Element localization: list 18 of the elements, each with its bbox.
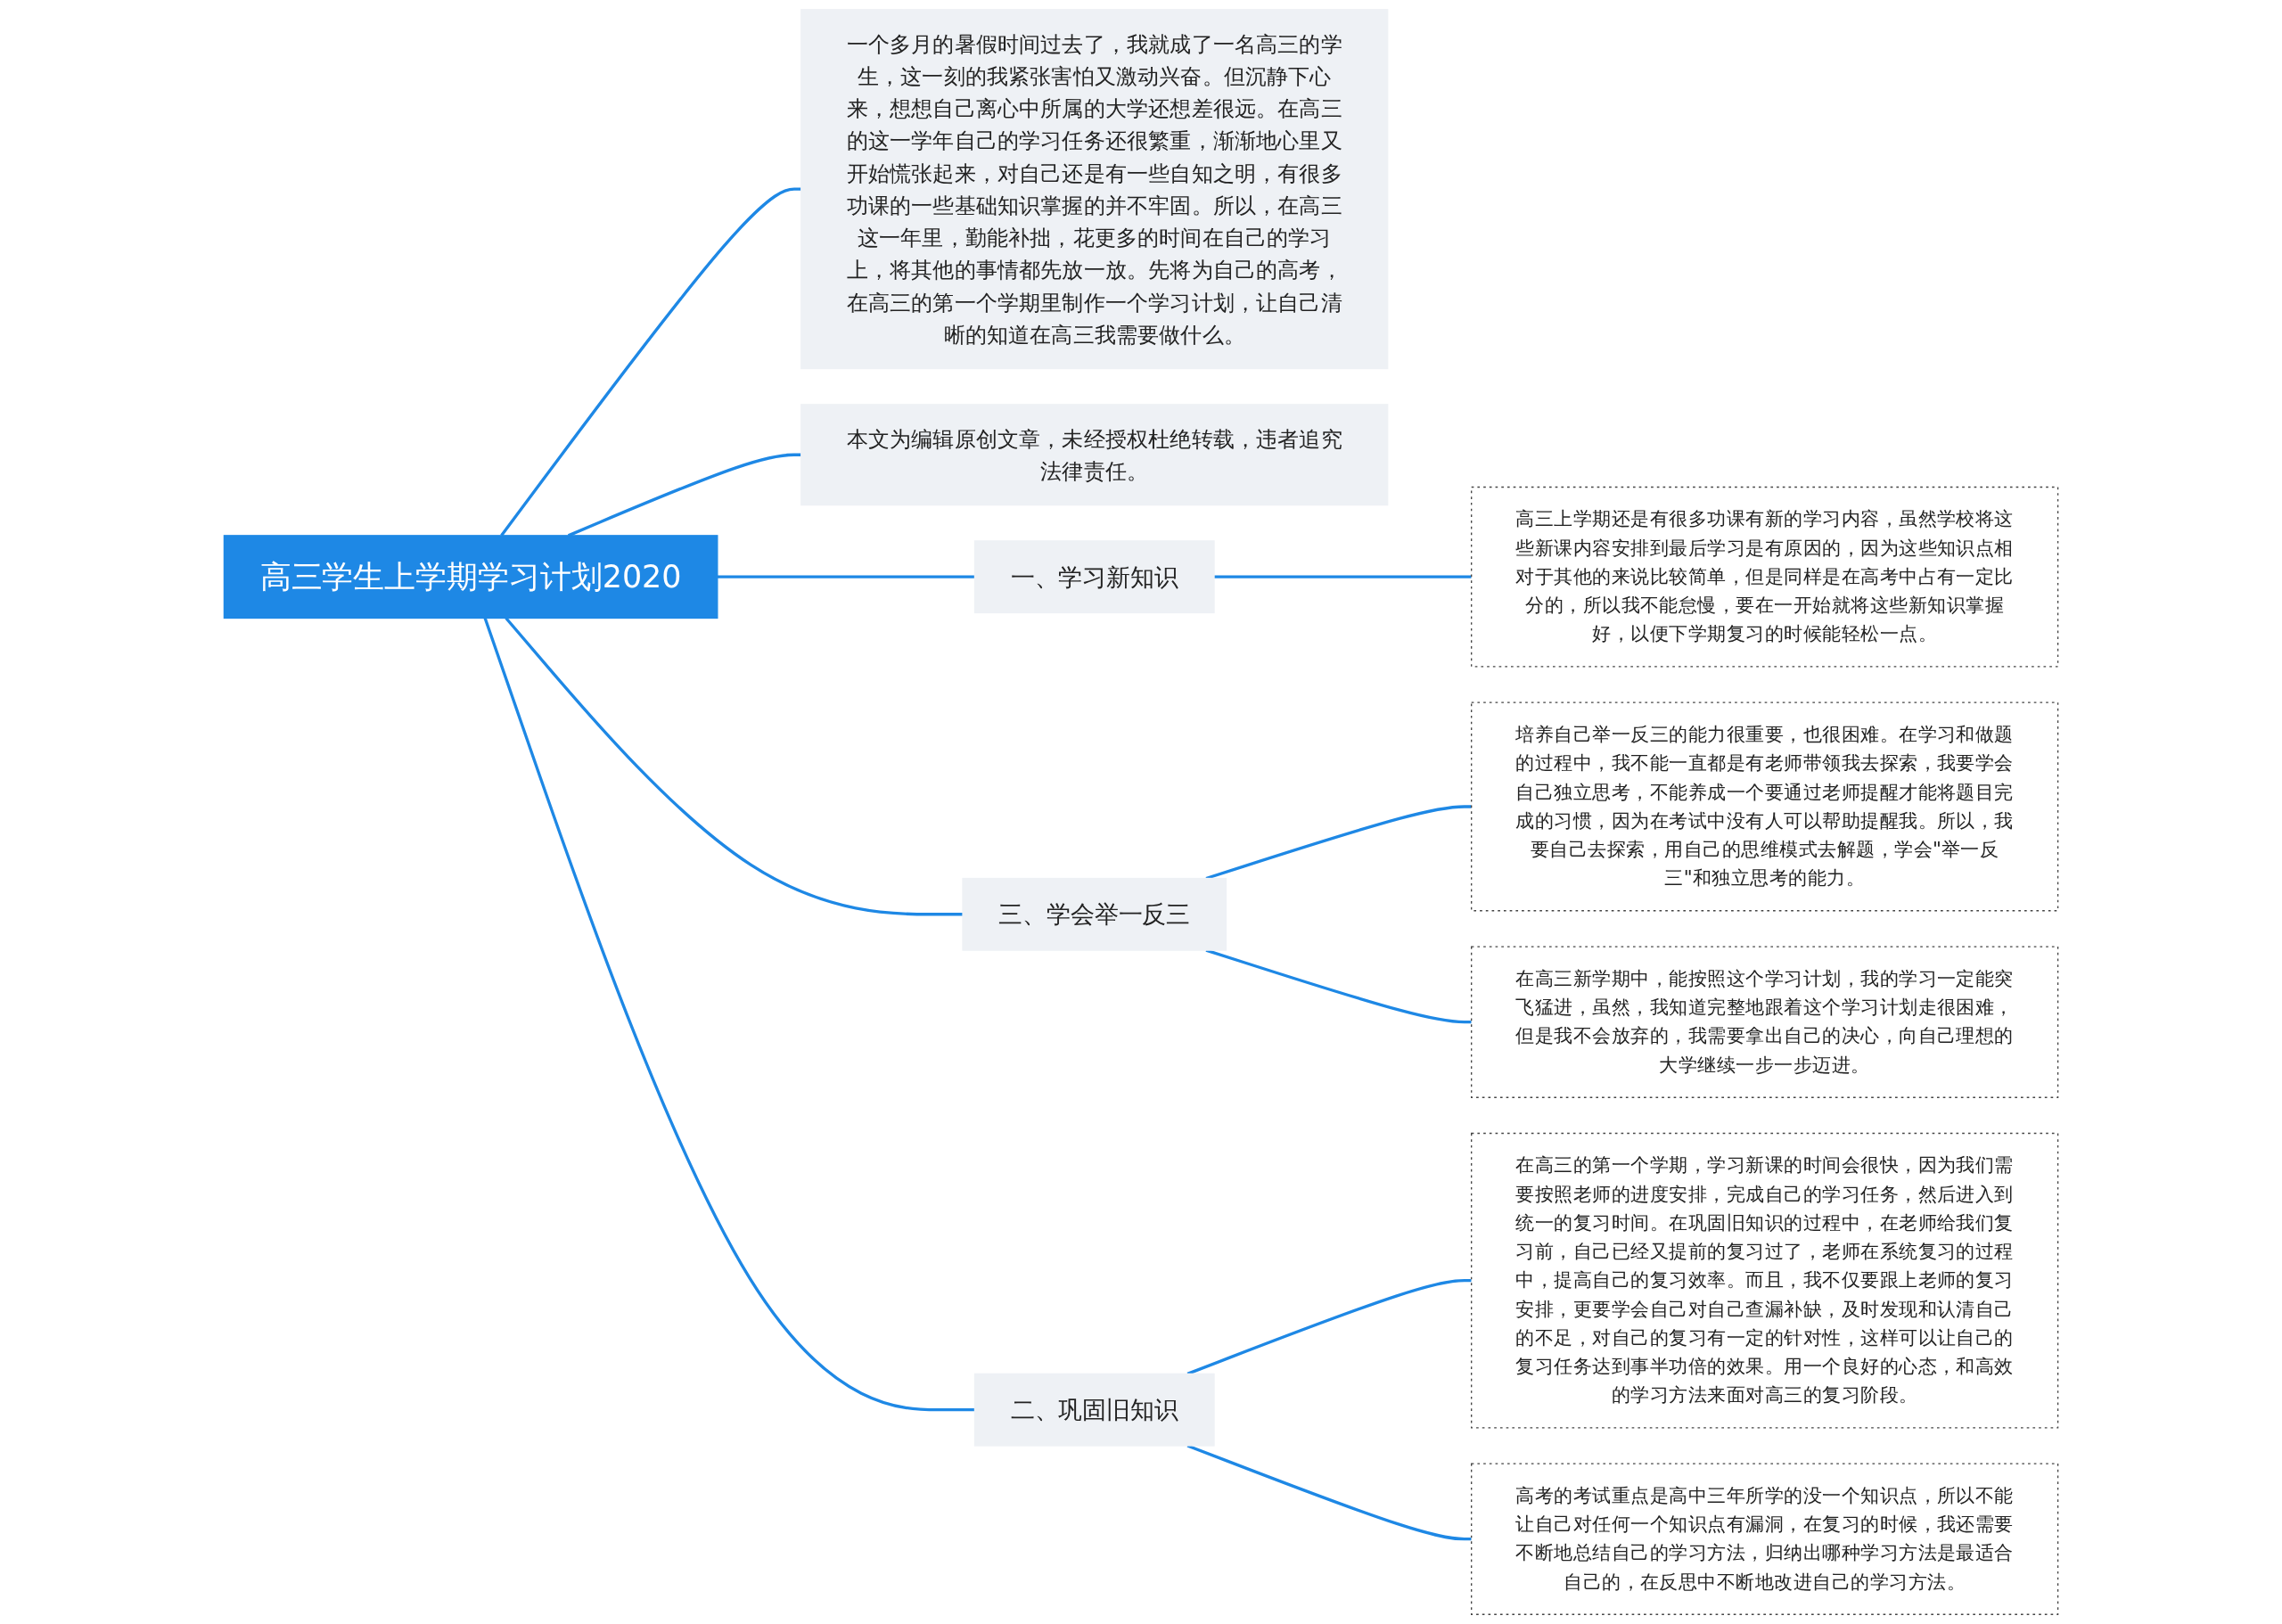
node-box: 二、巩固旧知识 xyxy=(973,1373,1215,1447)
node-box: 高三学生上学期学习计划2020 xyxy=(223,535,718,619)
node-box: 一、学习新知识 xyxy=(973,540,1215,614)
node-box: 在高三的第一个学期，学习新课的时间会很快，因为我们需要按照老师的进度安排，完成自己的学习任务，然后进入到统一的复习时间。在巩固旧知识的过程中，在老师给我们复习前，自己已经又提前的复习过了，老师在系统复习的过程中，提高自己的复习效率。而且，我不仅要跟上老师的复习安排，更要学会自己对自己查漏补缺，及时发现和认清自己的不足，对自己的复习有一定的针对性，这样可以让自己的复习任务达到事半功倍的效果。用一个良好的心态，和高效的学习方法来面对高三的复习阶段。 xyxy=(1471,1132,2059,1429)
connector xyxy=(1214,575,1472,578)
connector xyxy=(505,617,964,916)
node-box: 本文为编辑原创文章，未经授权杜绝转载，违者追究法律责任。 xyxy=(800,404,1389,506)
node-box: 高考的考试重点是高中三年所学的没一个知识点，所以不能让自己对任何一个知识点有漏洞，在复习的时候，我还需要不断地总结自己的学习方法，归纳出哪种学习方法是最适合自己的，在反思中不断地改进自己的学习方法。 xyxy=(1471,1463,2059,1615)
node-box: 培养自己举一反三的能力很重要，也很困难。在学习和做题的过程中，我不能一直都是有老师带领我去探索，我要学会自己独立思考，不能养成一个要通过老师提醒才能将题目完成的习惯，因为在考试中没有人可以帮助提醒我。所以，我要自己去探索，用自己的思维模式去解题，学会"举一反三"和独立思考的能力。 xyxy=(1471,701,2059,912)
connector xyxy=(1186,1278,1472,1375)
node-box: 三、学会举一反三 xyxy=(962,877,1227,951)
connector xyxy=(1186,1444,1472,1541)
connector xyxy=(500,187,801,537)
node-box: 高三上学期还是有很多功课有新的学习内容，虽然学校将这些新课内容安排到最后学习是有原因的，因为这些知识点相对于其他的来说比较简单，但是同样是在高考中占有一定比分的，所以我不能怠慢，要在一开始就将这些新知识掌握好，以便下学期复习的时候能轻松一点。 xyxy=(1471,486,2059,668)
connector xyxy=(717,575,975,578)
node-box: 在高三新学期中，能按照这个学习计划，我的学习一定能突飞猛进，虽然，我知道完整地跟着这个学习计划走很困难，但是我不会放弃的，我需要拿出自己的决心，向自己理想的大学继续一步一步迈进。 xyxy=(1471,946,2059,1098)
connector xyxy=(483,617,975,1412)
node-box: 一个多月的暑假时间过去了，我就成了一名高三的学生，这一刻的我紧张害怕又激动兴奋。但沉静下心来，想想自己离心中所属的大学还想差很远。在高三的这一学年自己的学习任务还很繁重，渐渐地心里又开始慌张起来，对自己还是有一些自知之明，有很多功课的一些基础知识掌握的并不牢固。所以，在高三这一年里，勤能补拙，花更多的时间在自己的学习上，将其他的事情都先放一放。先将为自己的高考，在高三的第一个学期里制作一个学习计划，让自己清晰的知道在高三我需要做什么。 xyxy=(800,9,1389,370)
